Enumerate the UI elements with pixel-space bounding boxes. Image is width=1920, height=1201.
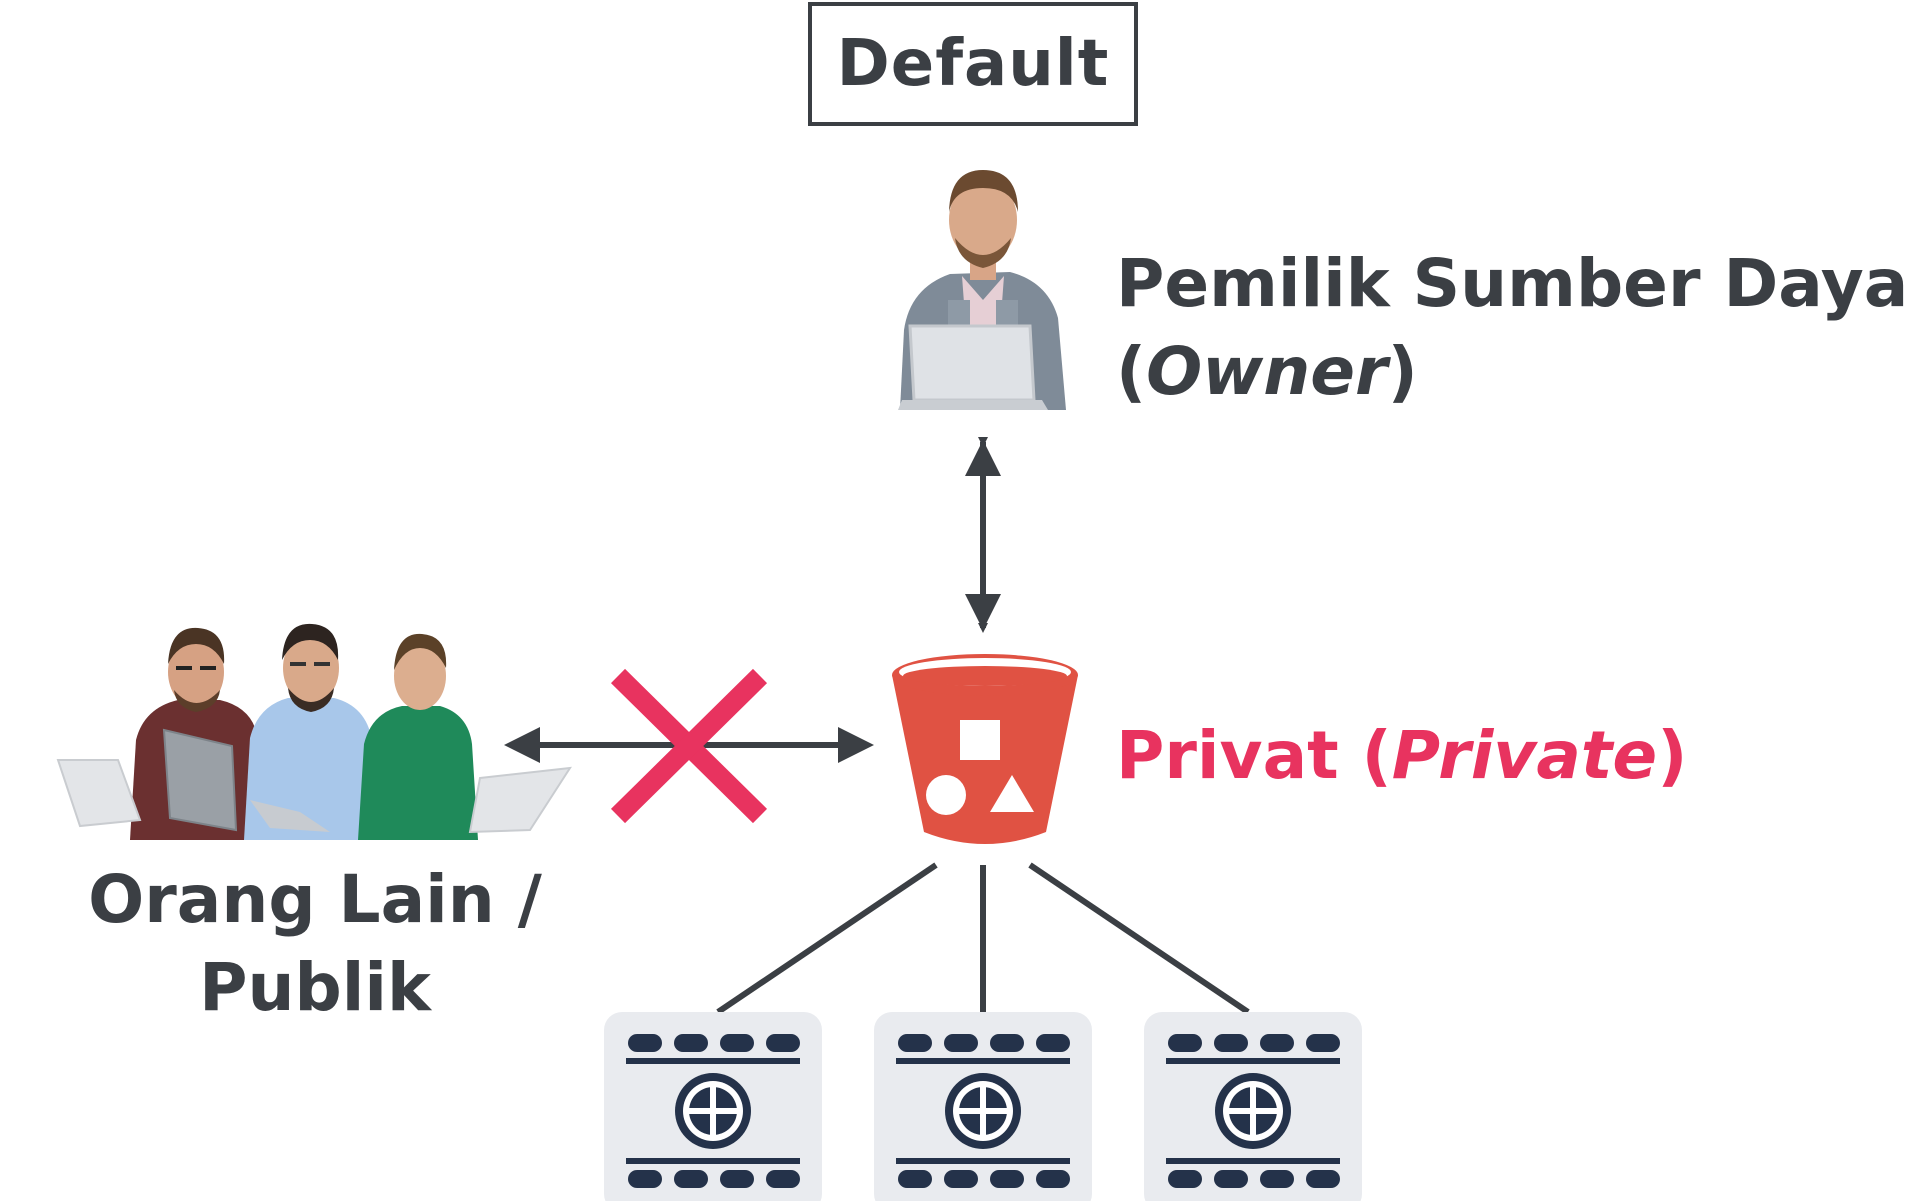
video-object-icon — [874, 1012, 1092, 1201]
diagram-title: Default — [808, 2, 1138, 126]
video-object-icon — [604, 1012, 822, 1201]
owner-label-line2: (Owner) — [1116, 333, 1418, 410]
owner-label: Pemilik Sumber Daya (Owner) — [1116, 240, 1908, 416]
deny-x-icon — [610, 668, 768, 824]
bucket-icon — [892, 654, 1078, 844]
video-object-icon — [1144, 1012, 1362, 1201]
owner-person-icon — [898, 170, 1066, 410]
public-label-line2: Publik — [199, 949, 431, 1026]
public-people-icon — [56, 623, 572, 840]
private-label: Privat (Private) — [1116, 717, 1688, 794]
public-label-line1: Orang Lain / — [88, 861, 542, 938]
bucket-object-connectors — [716, 862, 1250, 1015]
owner-label-line1: Pemilik Sumber Daya — [1116, 245, 1909, 322]
public-label: Orang Lain / Publik — [50, 856, 580, 1032]
